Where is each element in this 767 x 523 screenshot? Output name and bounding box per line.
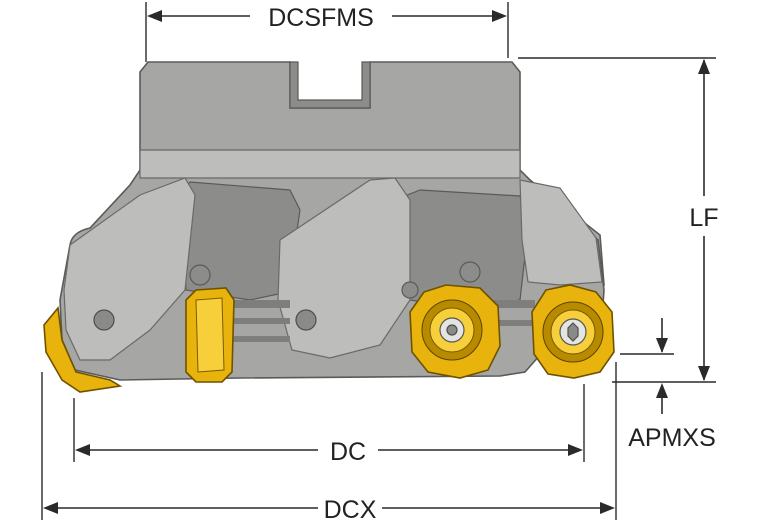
- dimension-lf: LF: [518, 57, 719, 383]
- wedge-right: [519, 179, 603, 286]
- insert-side-highlight: [195, 297, 225, 373]
- cutter-body: [59, 61, 605, 381]
- dimension-dc: DC: [73, 384, 585, 466]
- cutting-inserts: [43, 284, 615, 393]
- label-dcsfms: DCSFMS: [268, 4, 374, 32]
- body-shoulder: [139, 149, 521, 179]
- insert-face-center: [409, 284, 501, 379]
- clamp-screw-right: [459, 261, 481, 283]
- coolant-hole-center: [295, 309, 317, 331]
- coolant-hole-left: [93, 309, 115, 331]
- label-dc: DC: [330, 438, 366, 466]
- insert-left-edge: [43, 306, 123, 393]
- clamp-screw-left: [189, 264, 211, 286]
- insert-face-right: [531, 284, 615, 379]
- dimension-dcsfms: DCSFMS: [145, 2, 509, 62]
- dimension-dcx: DCX: [41, 362, 617, 523]
- label-lf: LF: [689, 204, 718, 232]
- groove-5: [490, 320, 535, 326]
- groove-1: [190, 300, 290, 308]
- groove-2: [190, 318, 290, 324]
- groove-4: [490, 300, 535, 308]
- label-apmxs: APMXS: [628, 424, 716, 452]
- keyway: [289, 61, 371, 109]
- groove-3: [190, 336, 290, 342]
- dimension-apmxs: APMXS: [620, 318, 716, 452]
- clamp-screw-center: [401, 281, 419, 299]
- label-dcx: DCX: [324, 496, 377, 523]
